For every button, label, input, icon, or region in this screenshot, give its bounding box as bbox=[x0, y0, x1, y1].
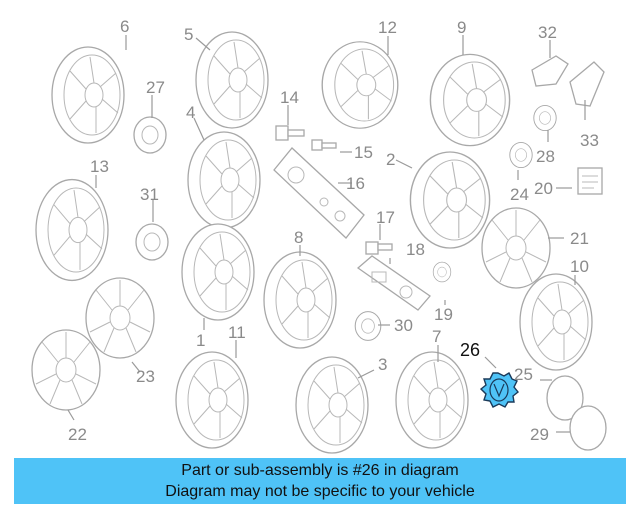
emblem-24[interactable] bbox=[509, 141, 533, 169]
emblem-28[interactable] bbox=[533, 104, 557, 132]
wheel-1[interactable] bbox=[181, 223, 255, 321]
wheel-cover-23[interactable] bbox=[85, 277, 155, 359]
info-banner: Part or sub-assembly is #26 in diagram D… bbox=[14, 458, 626, 504]
ring-25[interactable] bbox=[546, 375, 584, 421]
cap-19[interactable] bbox=[432, 261, 452, 283]
callout-17: 17 bbox=[376, 208, 395, 227]
callout-4: 4 bbox=[186, 103, 195, 122]
callout-23: 23 bbox=[136, 367, 155, 386]
wheel-3[interactable] bbox=[295, 356, 369, 454]
callout-15: 15 bbox=[354, 143, 373, 162]
wheel-4[interactable] bbox=[187, 131, 261, 229]
label-20[interactable] bbox=[577, 167, 603, 195]
wheel-12[interactable] bbox=[321, 41, 399, 129]
callout-7: 7 bbox=[432, 327, 441, 346]
ring-29[interactable] bbox=[569, 405, 607, 451]
wheel-cover-22[interactable] bbox=[31, 329, 101, 411]
wheel-9[interactable] bbox=[429, 53, 511, 147]
badge-33[interactable] bbox=[569, 61, 605, 107]
callout-2: 2 bbox=[386, 150, 395, 169]
callout-10: 10 bbox=[570, 257, 589, 276]
callout-25: 25 bbox=[514, 365, 533, 384]
callout-31: 31 bbox=[140, 185, 159, 204]
callout-1: 1 bbox=[196, 331, 205, 350]
bolt-14[interactable] bbox=[275, 125, 305, 141]
callout-24: 24 bbox=[510, 185, 529, 204]
wheel-10[interactable] bbox=[519, 273, 593, 371]
sensor-kit-16[interactable] bbox=[273, 147, 365, 239]
wheel-8[interactable] bbox=[263, 251, 337, 349]
emblem-32[interactable] bbox=[531, 55, 569, 87]
callout-28: 28 bbox=[536, 147, 555, 166]
center-cap-30[interactable] bbox=[354, 311, 382, 341]
callout-21: 21 bbox=[570, 229, 589, 248]
leader-lines bbox=[67, 35, 586, 433]
callout-13: 13 bbox=[90, 157, 109, 176]
callout-11: 11 bbox=[228, 323, 246, 342]
callout-labels: 6 5 12 9 32 27 4 14 15 33 28 13 2 16 24 … bbox=[68, 17, 599, 444]
callout-5: 5 bbox=[184, 25, 193, 44]
center-cap-27[interactable] bbox=[133, 116, 167, 154]
wheel-2[interactable] bbox=[409, 151, 491, 249]
wheel-5[interactable] bbox=[195, 31, 269, 129]
valve-15[interactable] bbox=[311, 139, 337, 151]
bolt-17[interactable] bbox=[365, 241, 393, 255]
callout-22: 22 bbox=[68, 425, 87, 444]
wheel-6[interactable] bbox=[51, 46, 125, 144]
callout-33: 33 bbox=[580, 131, 599, 150]
callout-19: 19 bbox=[434, 305, 453, 324]
callout-29: 29 bbox=[530, 425, 549, 444]
callout-3: 3 bbox=[378, 355, 387, 374]
callout-27: 27 bbox=[146, 78, 165, 97]
wheel-11[interactable] bbox=[175, 351, 249, 449]
callout-9: 9 bbox=[457, 18, 466, 37]
callout-20: 20 bbox=[534, 179, 553, 198]
callout-6: 6 bbox=[120, 17, 129, 36]
callout-8: 8 bbox=[294, 228, 303, 247]
wheel-cover-21[interactable] bbox=[481, 207, 551, 289]
callout-14: 14 bbox=[280, 88, 299, 107]
banner-line-part: Part or sub-assembly is #26 in diagram bbox=[181, 462, 459, 479]
banner-line-disclaimer: Diagram may not be specific to your vehi… bbox=[165, 483, 475, 500]
callout-18: 18 bbox=[406, 240, 425, 259]
callout-30: 30 bbox=[394, 316, 413, 335]
lock-kit-18[interactable] bbox=[356, 255, 431, 311]
callout-32: 32 bbox=[538, 23, 557, 42]
callout-26-highlighted: 26 bbox=[460, 340, 480, 360]
wheel-7[interactable] bbox=[395, 351, 469, 449]
callout-16: 16 bbox=[346, 174, 365, 193]
wheel-13[interactable] bbox=[35, 178, 109, 282]
callout-12: 12 bbox=[378, 18, 397, 37]
center-cap-31[interactable] bbox=[135, 223, 169, 261]
center-cap-26-highlighted[interactable] bbox=[479, 372, 519, 408]
